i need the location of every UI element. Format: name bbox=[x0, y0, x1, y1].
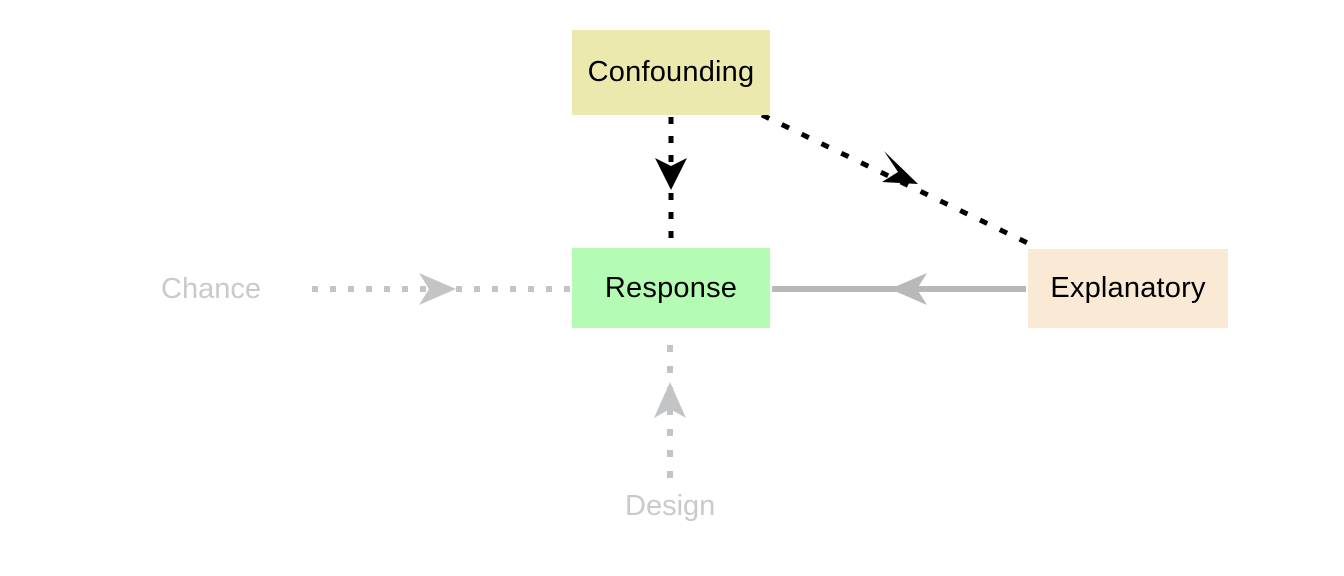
edge-confounding-to-response bbox=[655, 117, 687, 246]
node-confounding[interactable]: Confounding bbox=[572, 30, 770, 115]
edge-label-design: Design bbox=[625, 490, 716, 522]
edge-explanatory-to-response bbox=[772, 273, 1026, 305]
node-response-label: Response bbox=[604, 271, 738, 304]
edge-confounding-to-explanatory-arrowhead bbox=[882, 151, 918, 184]
edge-label-chance: Chance bbox=[161, 273, 261, 305]
edge-confounding-to-explanatory-line bbox=[760, 112, 1040, 251]
node-explanatory[interactable]: Explanatory bbox=[1028, 249, 1228, 328]
edge-design-to-response-arrowhead bbox=[654, 382, 686, 418]
node-confounding-label: Confounding bbox=[587, 56, 755, 88]
edge-confounding-to-response-arrowhead bbox=[655, 158, 687, 190]
edge-design-to-response bbox=[654, 331, 686, 478]
edge-explanatory-to-response-arrowhead bbox=[890, 273, 927, 305]
edge-confounding-to-explanatory bbox=[760, 112, 1040, 251]
edge-chance-to-response-arrowhead bbox=[419, 273, 456, 305]
node-explanatory-label: Explanatory bbox=[1050, 272, 1206, 304]
edge-chance-to-response bbox=[312, 273, 570, 305]
node-response[interactable]: Response bbox=[572, 248, 770, 328]
